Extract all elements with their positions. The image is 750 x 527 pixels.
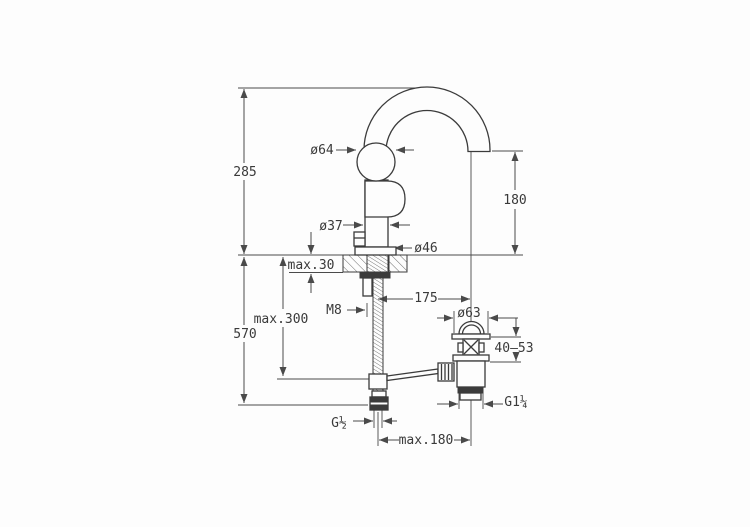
faucet-outline [342, 86, 491, 411]
waste-body [456, 360, 486, 388]
label-waste-thread: G1¼ [504, 395, 528, 410]
waste-dome [458, 320, 485, 335]
label-base-diameter: ø46 [414, 241, 437, 256]
label-overall-height: 285 [233, 165, 256, 180]
locknut [359, 271, 391, 279]
label-center-distance: 175 [414, 291, 437, 306]
side-tab [353, 231, 366, 247]
label-stud-thread: M8 [326, 303, 342, 318]
label-ball-diameter: ø64 [310, 143, 334, 158]
shank [366, 254, 389, 273]
extension-lines [238, 87, 523, 446]
m8-stud [362, 277, 373, 297]
label-spout-to-deck: 180 [503, 193, 526, 208]
label-deck-thickness: max.30 [288, 258, 335, 273]
deck-right [388, 254, 408, 273]
plug-flange [451, 333, 491, 340]
label-plug-stroke: 40–53 [494, 341, 533, 356]
supply-collar [371, 390, 387, 398]
dimension-labels: 285 570 max.300 max.30 ø64 ø37 ø46 180 1… [233, 143, 533, 448]
base-flange [354, 246, 397, 256]
label-below-deck-depth: 570 [233, 327, 256, 342]
dimension-lines [240, 89, 520, 444]
label-rod-length: max.300 [254, 312, 309, 327]
basin-flange [452, 354, 490, 362]
cartridge-housing [364, 180, 406, 218]
popup-waste-outline [437, 320, 491, 401]
waste-tail [459, 392, 482, 401]
label-body-diameter: ø37 [319, 219, 342, 234]
label-waste-cap-diameter: ø63 [457, 306, 480, 321]
rod-clevis [368, 373, 388, 390]
spout-arc [363, 86, 491, 161]
label-popup-rod-reach: max.180 [399, 433, 454, 448]
spout-ball [356, 142, 396, 182]
deck-left [342, 254, 368, 273]
waste-thread-band [457, 386, 484, 394]
label-supply-thread: G½ [331, 416, 347, 431]
popup-rod [386, 368, 439, 382]
